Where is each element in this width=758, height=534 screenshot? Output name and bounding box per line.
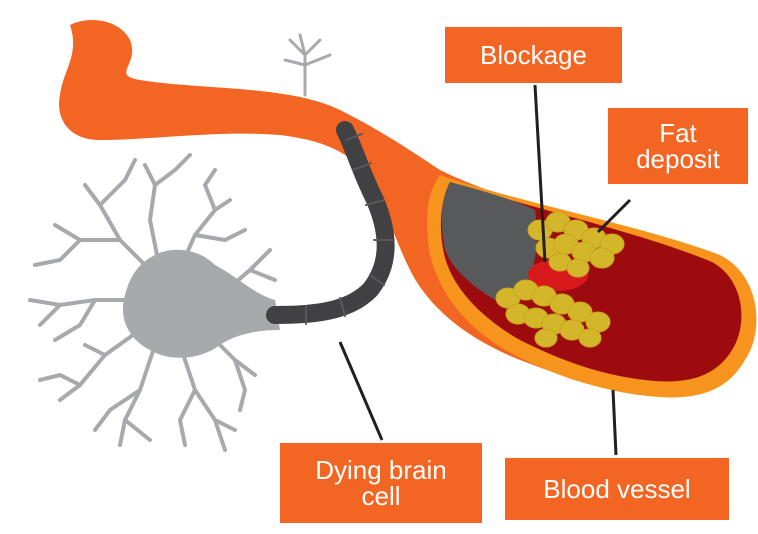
label-dying-brain-cell-line-1: Dying brain: [315, 457, 447, 483]
label-fat-deposit: Fat deposit: [608, 108, 748, 184]
label-fat-deposit-line-1: Fat: [659, 120, 697, 146]
label-fat-deposit-line-2: deposit: [636, 146, 720, 172]
label-blood-vessel-text: Blood vessel: [543, 476, 690, 502]
label-blockage: Blockage: [445, 27, 622, 83]
leader-line-blood-vessel: [613, 390, 616, 455]
label-blockage-text: Blockage: [480, 42, 587, 68]
vessel-top-dendrite: [285, 35, 330, 95]
label-dying-brain-cell: Dying brain cell: [280, 443, 482, 523]
label-blood-vessel: Blood vessel: [505, 458, 729, 520]
leader-line-dying-brain-cell: [340, 342, 382, 440]
label-dying-brain-cell-line-2: cell: [361, 483, 400, 509]
